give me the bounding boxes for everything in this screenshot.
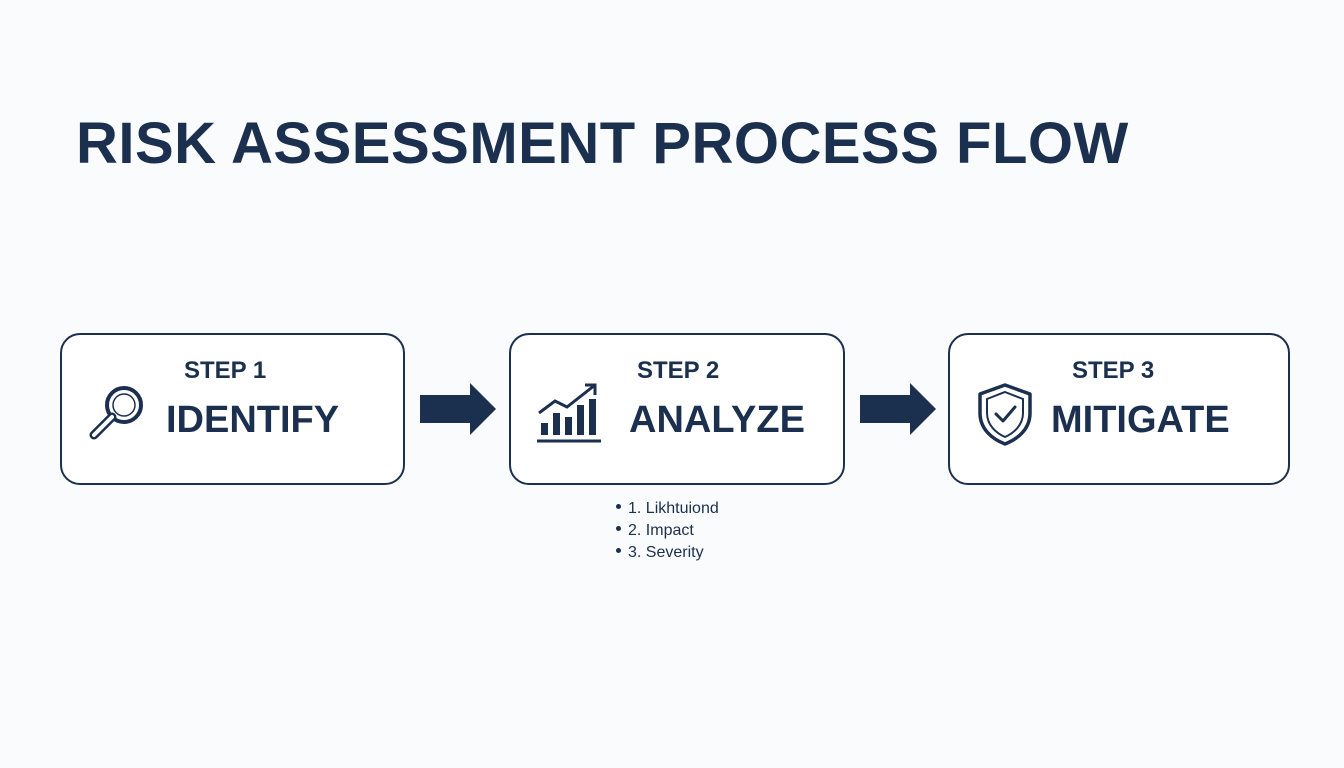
list-item: 3. Severity [616,542,719,564]
factor-label: 2. Impact [628,522,694,539]
step-2-box: STEP 2 ANALYZE [509,333,845,485]
step-3-box: STEP 3 MITIGATE [948,333,1290,485]
step-3-label: STEP 3 [1072,357,1155,384]
list-item: 1. Likhtuiond [616,498,719,520]
shield-check-icon [978,383,1032,446]
bullet-icon [616,504,621,510]
step-1-box: STEP 1 IDENTIFY [60,333,405,485]
arrow-right-icon [420,383,496,435]
step-1-label: STEP 1 [184,357,267,384]
bar-chart-trend-icon [537,383,601,443]
factor-label: 1. Likhtuiond [628,500,719,517]
step-2-name: ANALYZE [629,399,805,441]
step-1-name: IDENTIFY [166,399,340,441]
factor-label: 3. Severity [628,544,704,561]
analyze-factors-list: 1. Likhtuiond 2. Impact 3. Severity [616,498,719,564]
magnifying-glass-icon [89,386,143,440]
diagram-title: RISK ASSESSMENT PROCESS FLOW [76,111,1129,176]
bullet-icon [616,548,621,554]
arrow-right-icon [860,383,936,435]
step-3-name: MITIGATE [1051,399,1230,441]
list-item: 2. Impact [616,520,719,542]
step-2-label: STEP 2 [637,357,720,384]
bullet-icon [616,526,621,532]
